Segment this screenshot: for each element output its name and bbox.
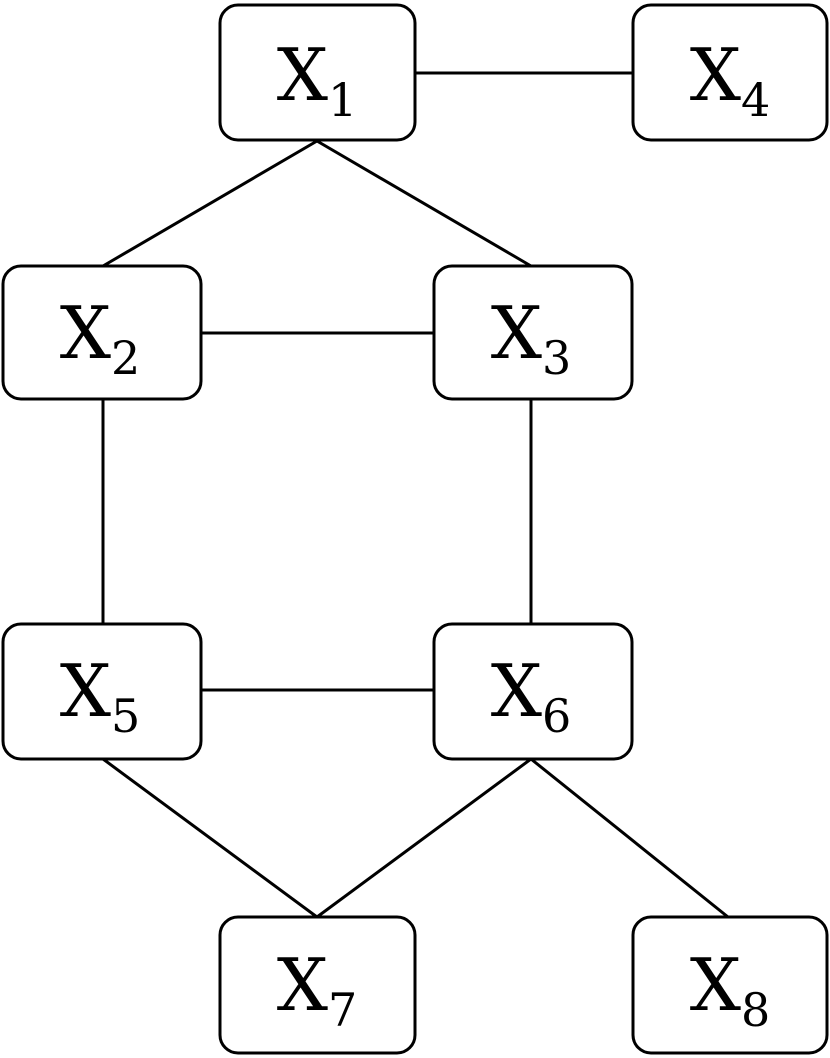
- node-x7: X7: [218, 915, 417, 1055]
- node-box: [432, 622, 634, 761]
- edge-x6-x7: [316, 757, 532, 919]
- node-x5: X5: [1, 622, 203, 761]
- node-label: X1: [277, 33, 358, 127]
- node-box: [1, 622, 203, 761]
- node-label: X4: [690, 33, 771, 127]
- node-box: [1, 264, 203, 401]
- node-box: [631, 915, 829, 1055]
- node-x1: X1: [218, 3, 417, 142]
- node-label: X6: [491, 649, 572, 743]
- node-box: [631, 3, 829, 142]
- node-x4: X4: [631, 3, 829, 142]
- node-box: [218, 915, 417, 1055]
- node-x6: X6: [432, 622, 634, 761]
- node-label: X3: [491, 291, 572, 385]
- node-x8: X8: [631, 915, 829, 1055]
- node-label: X7: [277, 943, 358, 1037]
- node-label: X2: [60, 291, 141, 385]
- node-label: X8: [690, 943, 771, 1037]
- node-box: [432, 264, 634, 401]
- edge-x1-x2: [102, 139, 318, 268]
- edge-x6-x8: [530, 757, 729, 919]
- node-x2: X2: [1, 264, 203, 401]
- edge-x5-x7: [102, 757, 318, 919]
- node-label: X5: [60, 649, 141, 743]
- node-x3: X3: [432, 264, 634, 401]
- edge-x1-x3: [316, 139, 532, 268]
- node-box: [218, 3, 417, 142]
